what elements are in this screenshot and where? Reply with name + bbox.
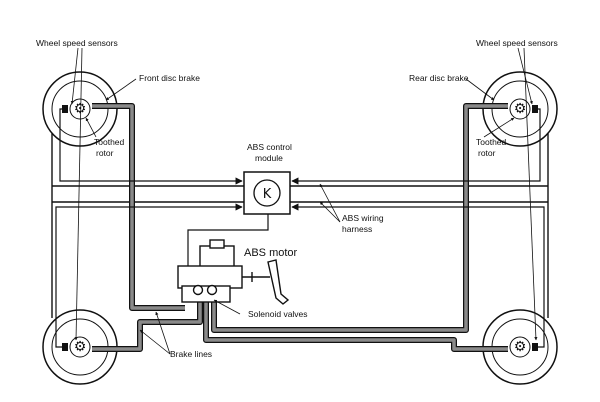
toothed-rotor-icon: ⚙ [74,339,87,355]
chassis-frame [51,118,549,318]
label-solenoid-valves: Solenoid valves [248,309,308,319]
valve-body-top [177,265,243,289]
abs-hydraulic-unit [177,239,243,303]
label-abs-wiring-harness: harness [342,224,372,234]
solenoid-valve [192,284,204,296]
wheel-front-right [482,71,558,147]
label-abs-motor: ABS motor [244,247,298,259]
label-abs-wiring-harness: ABS wiring [342,213,384,223]
label-front-disc-brake: Front disc brake [139,73,200,83]
label-toothed-rotor-right: Toothed [476,137,507,147]
toothed-rotor-icon: ⚙ [74,101,87,117]
leader-lines [70,47,538,355]
label-toothed-rotor-left: Toothed [94,137,125,147]
toothed-rotor-icon: ⚙ [514,339,527,355]
module-to-valve-wire [184,210,269,287]
wheel-rear-right [482,309,558,385]
label-abs-control-module: ABS control [247,142,292,152]
valve-body-base [181,285,231,303]
label-wheel-speed-sensors-right: Wheel speed sensors [476,38,558,48]
toothed-rotor-icon: ⚙ [514,101,527,117]
label-brake-lines: Brake lines [170,349,212,359]
solenoid-valve [206,284,218,296]
label-toothed-rotor-right: rotor [478,148,496,158]
sensor-wires [55,108,545,348]
label-wheel-speed-sensors-left: Wheel speed sensors [36,38,118,48]
brake-pedal [242,259,290,305]
motor-cap [209,239,225,249]
control-module-icon: K [263,187,272,202]
abs-control-module: K [243,171,291,215]
label-rear-disc-brake: Rear disc brake [409,73,469,83]
label-abs-control-module: module [255,153,283,163]
abs-motor [199,245,235,269]
label-toothed-rotor-left: rotor [96,148,114,158]
